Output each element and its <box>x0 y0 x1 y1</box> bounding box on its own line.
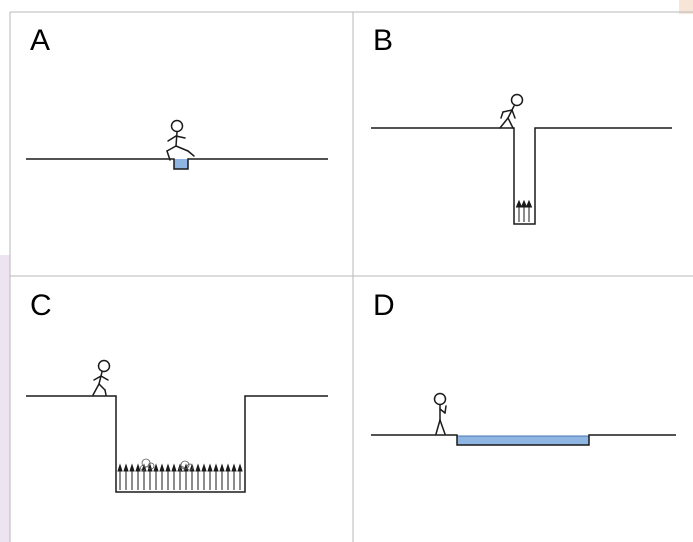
panel-d-stick-figure <box>433 392 447 435</box>
panel-c-scene <box>26 359 328 493</box>
panel-a-water <box>174 159 188 169</box>
panel-grid <box>9 11 693 542</box>
panel-b-ground <box>371 127 672 225</box>
panel-d-water <box>456 435 590 446</box>
panel-label-c: C <box>30 289 52 322</box>
panel-c-ground <box>26 395 328 493</box>
panel-b-scene <box>371 93 672 225</box>
panel-c-arrows <box>117 463 243 490</box>
panel-a-scene <box>26 119 328 170</box>
panel-label-d: D <box>373 289 395 322</box>
panel-label-b: B <box>373 24 393 57</box>
background-corner <box>679 0 693 14</box>
panel-d-scene <box>371 392 676 446</box>
panel-c-stick-figure <box>92 359 111 396</box>
panel-a-ground <box>26 158 328 170</box>
panel-b-arrows <box>515 199 533 222</box>
panel-a-stick-figure <box>166 119 195 161</box>
panel-d-ground <box>371 434 676 446</box>
panel-b-stick-figure <box>499 93 524 129</box>
panel-label-a: A <box>30 24 50 57</box>
background-left-strip <box>0 255 10 542</box>
panel-c-pebbles <box>140 458 194 472</box>
